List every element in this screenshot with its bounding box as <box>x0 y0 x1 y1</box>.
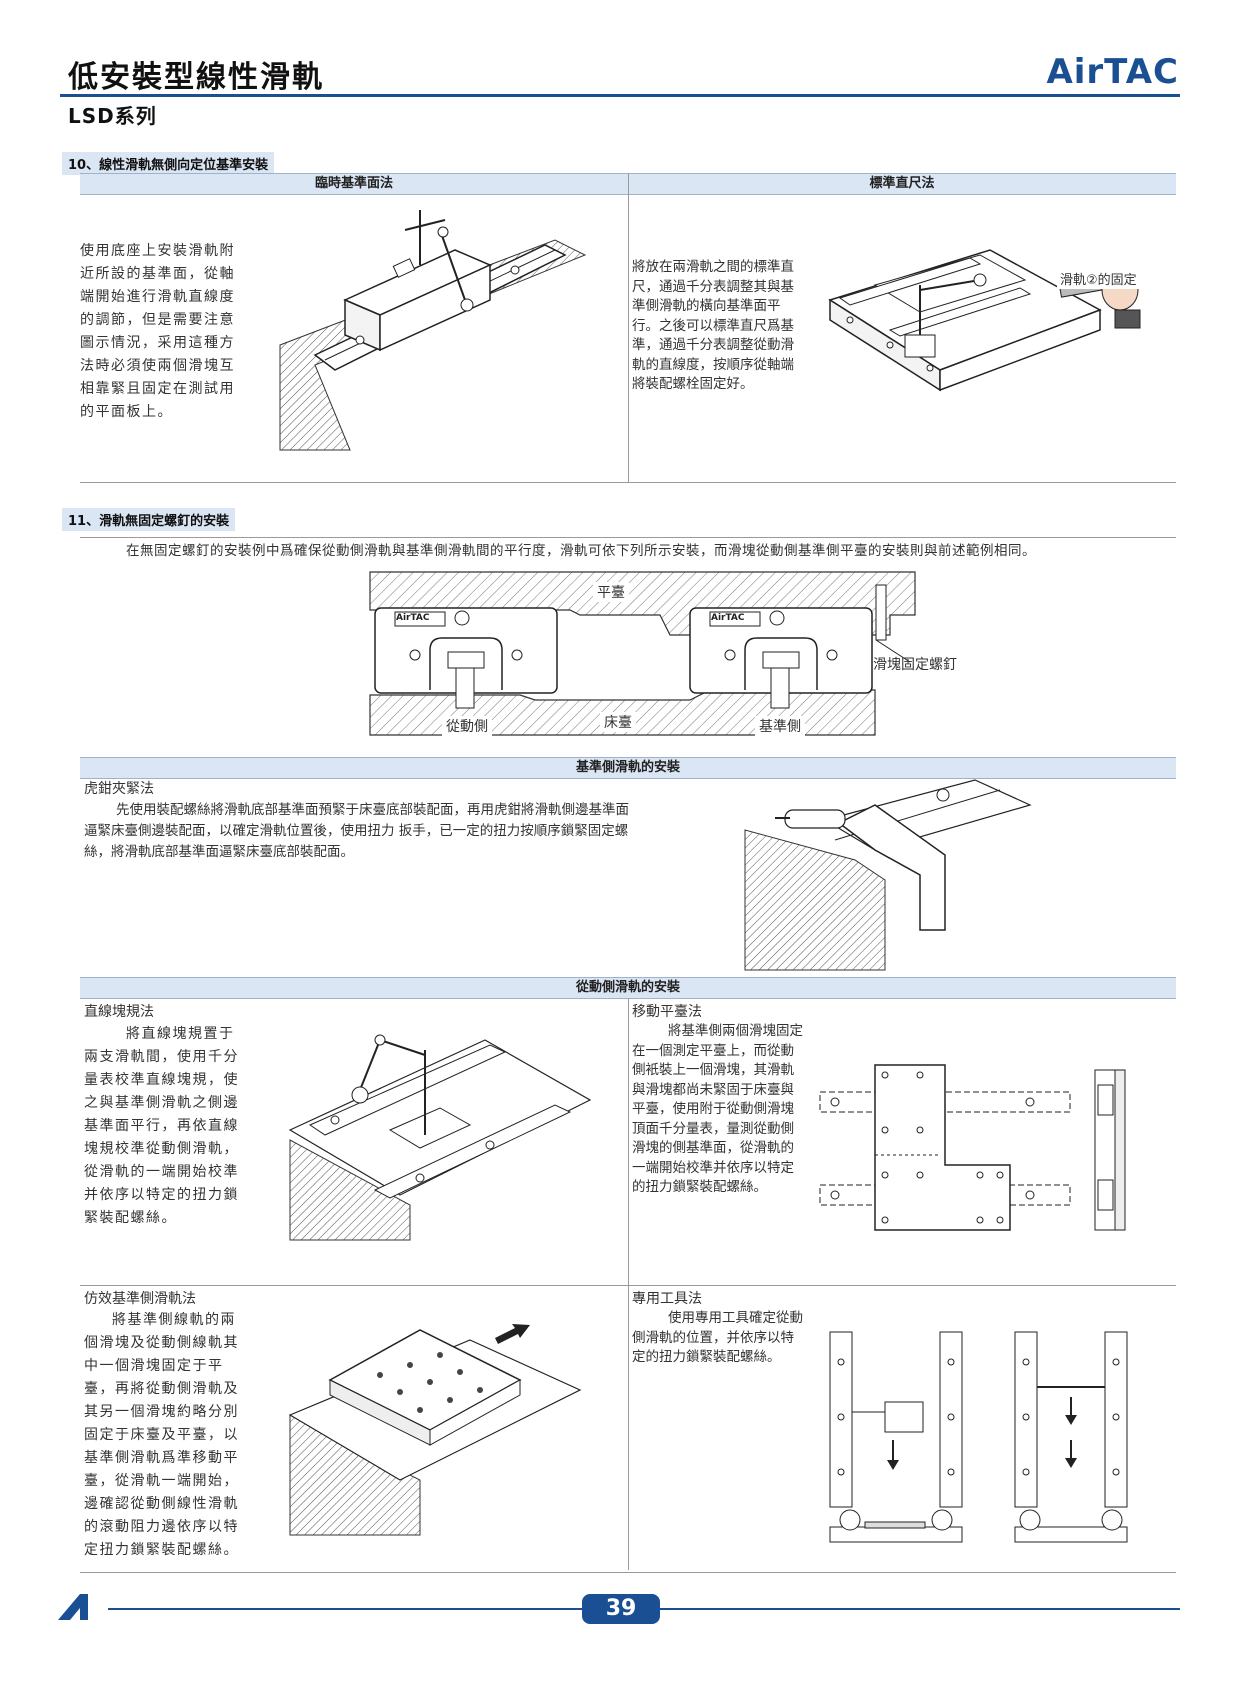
driven-install-head: 從動側滑軌的安裝 <box>80 977 1176 999</box>
temp-ref-illustration <box>279 210 587 451</box>
moving-table-title: 移動平臺法 <box>632 1004 702 1020</box>
arrow-down-icon <box>887 1460 899 1470</box>
moving-table-text: 將基準側兩個滑塊固定在一個測定平臺上，而從動側衹裝上一個滑塊，其滑軌與滑塊都尚未… <box>632 1023 803 1195</box>
arrow-down-icon <box>1065 1415 1077 1425</box>
label-block-screw: 滑塊固定螺釘 <box>873 657 957 673</box>
col-head-straight-edge: 標準直尺法 <box>628 173 1176 195</box>
block-logo: AirTAC <box>711 613 745 623</box>
label-table: 平臺 <box>593 582 629 602</box>
divider <box>80 537 1176 538</box>
block-logo: AirTAC <box>396 613 430 623</box>
divider <box>628 998 629 1570</box>
cross-section-diagram <box>369 571 916 736</box>
imitate-ref-text: 將基準側線軌的兩個滑塊及從動側線軌其中一個滑塊固定于平臺，再將從動側滑軌及其另一… <box>84 1312 239 1558</box>
airtac-footer-logo-icon <box>58 1594 88 1620</box>
divider <box>80 1285 1176 1286</box>
rail2-callout: 滑軌②的固定 <box>1057 268 1140 289</box>
header-rule <box>60 94 1180 97</box>
airtac-logo: AirTAC <box>1046 52 1179 92</box>
label-reference-side: 基準側 <box>755 716 805 736</box>
moving-table-illustration <box>819 1064 1126 1231</box>
col-head-temp-ref: 臨時基準面法 <box>80 173 628 195</box>
divider <box>80 1572 1176 1573</box>
vise-illustration <box>744 779 1032 971</box>
arrow-icon <box>495 1324 530 1344</box>
special-tool-title: 專用工具法 <box>632 1291 702 1307</box>
straight-edge-description: 將放在兩滑軌之間的標準直尺，通過千分表調整其與基準側滑軌的橫向基準面平行。之後可… <box>632 259 794 392</box>
divider <box>80 482 1176 483</box>
imitate-ref-illustration <box>288 1324 582 1536</box>
imitate-ref-title: 仿效基準側滑軌法 <box>84 1291 196 1307</box>
special-tool-text: 使用專用工具確定從動側滑軌的位置，并依序以特定的扭力鎖緊裝配螺絲。 <box>632 1310 803 1365</box>
section-11-intro: 在無固定螺釘的安裝例中爲確保從動側滑軌與基準側滑軌間的平行度，滑軌可依下列所示安… <box>126 543 1036 559</box>
vise-method-text: 先使用裝配螺絲將滑軌底部基準面預緊于床臺底部裝配面，再用虎鉗將滑軌側邊基準面逼緊… <box>84 802 629 860</box>
temp-ref-description: 使用底座上安裝滑軌附近所設的基準面，從軸端開始進行滑軌直線度的調節，但是需要注意… <box>80 243 235 420</box>
label-driven-side: 從動側 <box>442 716 492 736</box>
page-number: 39 <box>582 1594 660 1624</box>
section-11-label: 11、滑軌無固定螺釘的安裝 <box>62 508 236 531</box>
series-subtitle: LSD系列 <box>68 104 157 128</box>
gauge-illustration <box>288 1034 592 1241</box>
special-tool-illustration <box>829 1331 1128 1543</box>
page-title: 低安裝型線性滑軌 <box>68 60 324 95</box>
gauge-method-title: 直線塊規法 <box>84 1004 154 1020</box>
label-bed: 床臺 <box>600 712 636 732</box>
gauge-method-text: 將直線塊規置于兩支滑軌間，使用千分量表校準直線塊規，使之與基準側滑軌之側邊基準面… <box>84 1026 239 1226</box>
arrow-down-icon <box>1065 1458 1077 1468</box>
ref-install-head: 基準側滑軌的安裝 <box>80 757 1176 779</box>
divider <box>628 173 629 483</box>
vise-method-title: 虎鉗夾緊法 <box>84 781 154 797</box>
section-10-label: 10、線性滑軌無側向定位基準安裝 <box>62 152 275 175</box>
